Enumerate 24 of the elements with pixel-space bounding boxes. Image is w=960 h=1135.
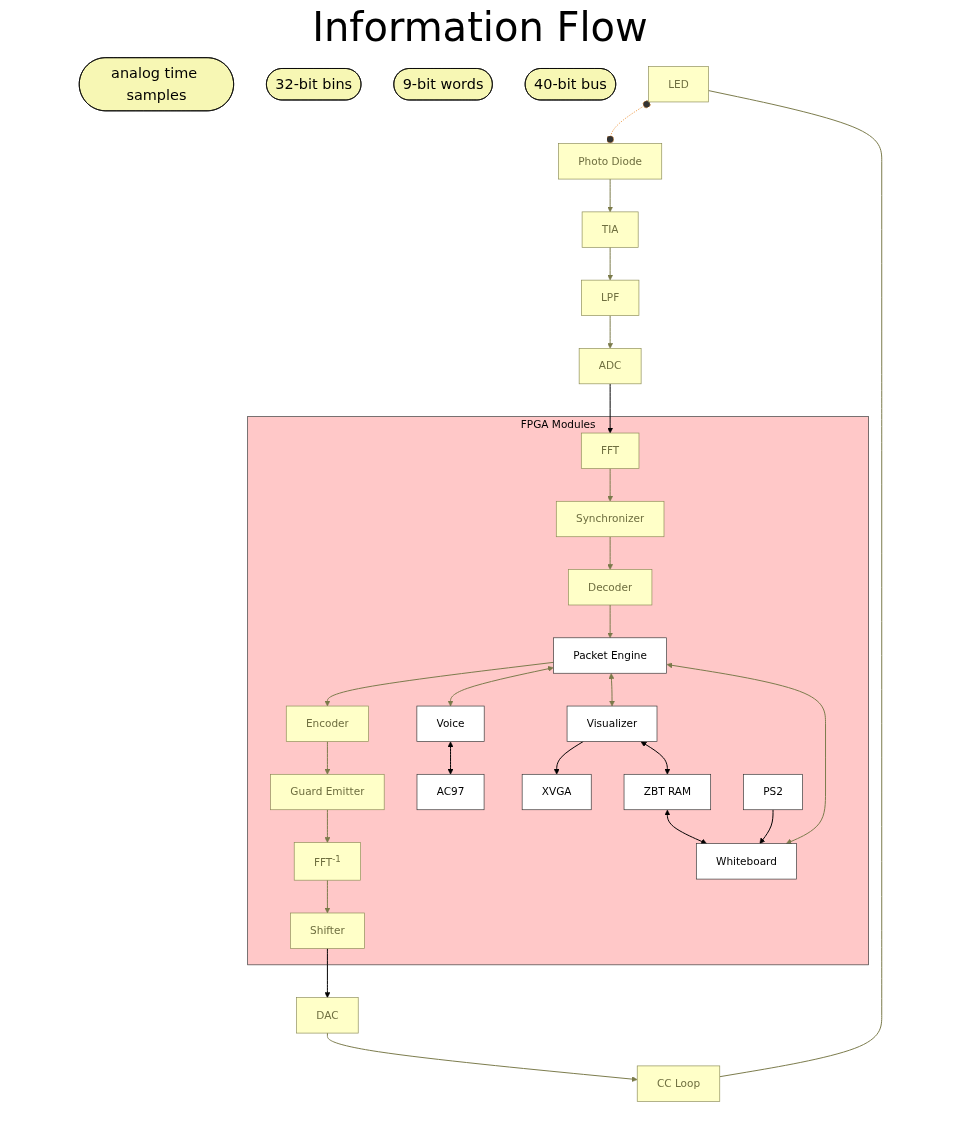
node-box: PS2 — [742, 773, 803, 811]
node-box: FFT — [580, 432, 639, 469]
node-box: ZBT RAM — [623, 773, 711, 811]
node-box: LPF — [580, 279, 639, 316]
node-box: Decoder — [567, 569, 652, 606]
node-box: TIA — [581, 211, 638, 248]
node-box: Visualizer — [566, 705, 657, 742]
node-box: Whiteboard — [695, 843, 797, 880]
node-box: ADC — [578, 348, 641, 385]
node-box: Packet Engine — [552, 637, 667, 674]
node-box: Guard Emitter — [269, 773, 384, 811]
node-box: Voice — [416, 705, 484, 742]
node-box: Synchronizer — [555, 500, 664, 538]
node-box: Encoder — [285, 705, 369, 742]
node-box: DAC — [295, 997, 359, 1034]
node-box: CC Loop — [636, 1065, 720, 1102]
connector — [707, 90, 882, 1078]
node-box: AC97 — [416, 773, 484, 811]
diagram-title: Information Flow — [311, 4, 649, 50]
node-box: Photo Diode — [557, 143, 662, 180]
node-box: FFT$^{-1}$ — [293, 842, 361, 881]
node-box: XVGA — [521, 773, 592, 811]
node-box: Shifter — [289, 912, 365, 949]
node-box: LED — [647, 66, 709, 103]
